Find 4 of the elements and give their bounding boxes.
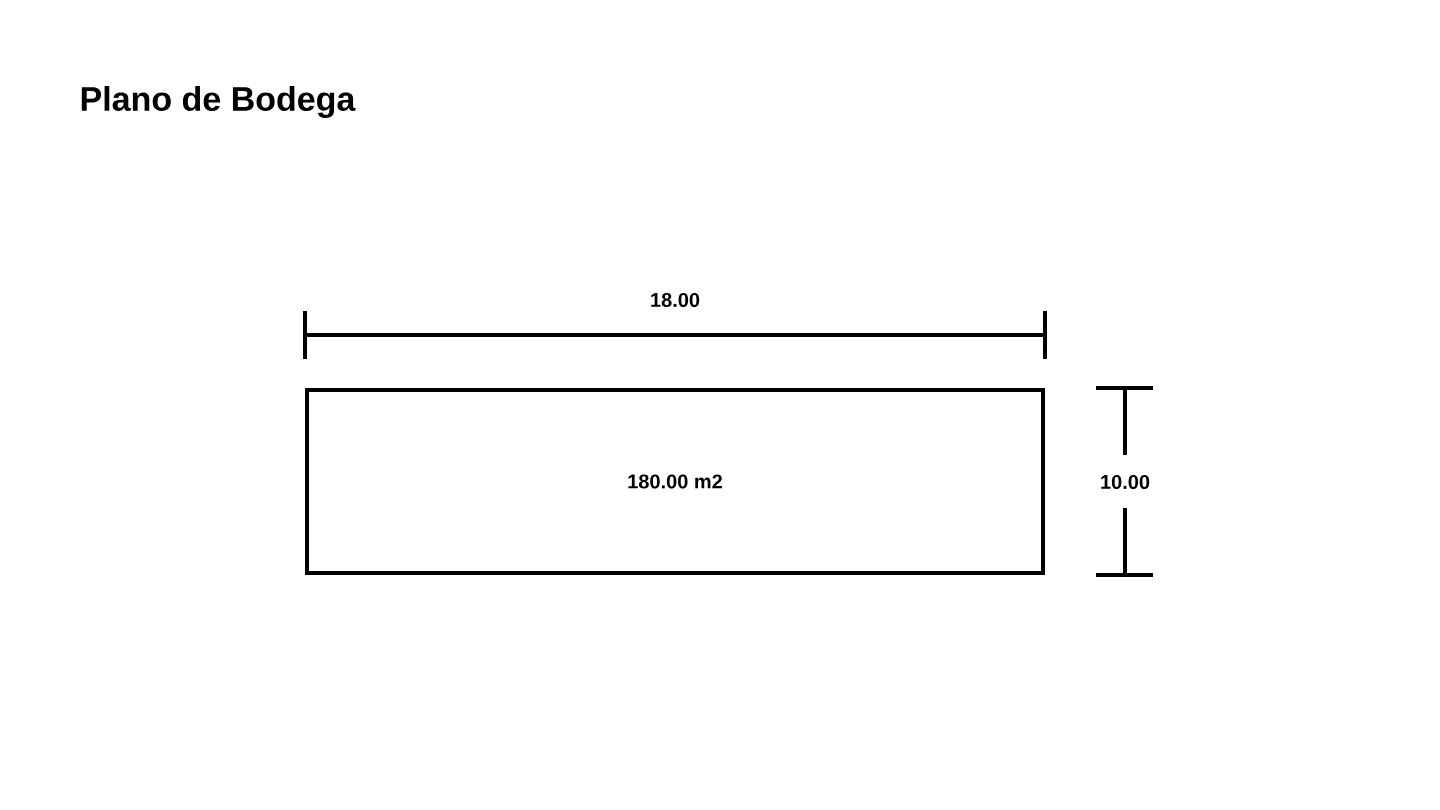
dimension-label: 10.00 <box>1101 474 1150 490</box>
title: Plano de Bodega <box>81 86 356 118</box>
dimension-label: 18.00 <box>651 292 700 308</box>
room-rectangle: 180.00 m2 <box>305 388 1045 575</box>
